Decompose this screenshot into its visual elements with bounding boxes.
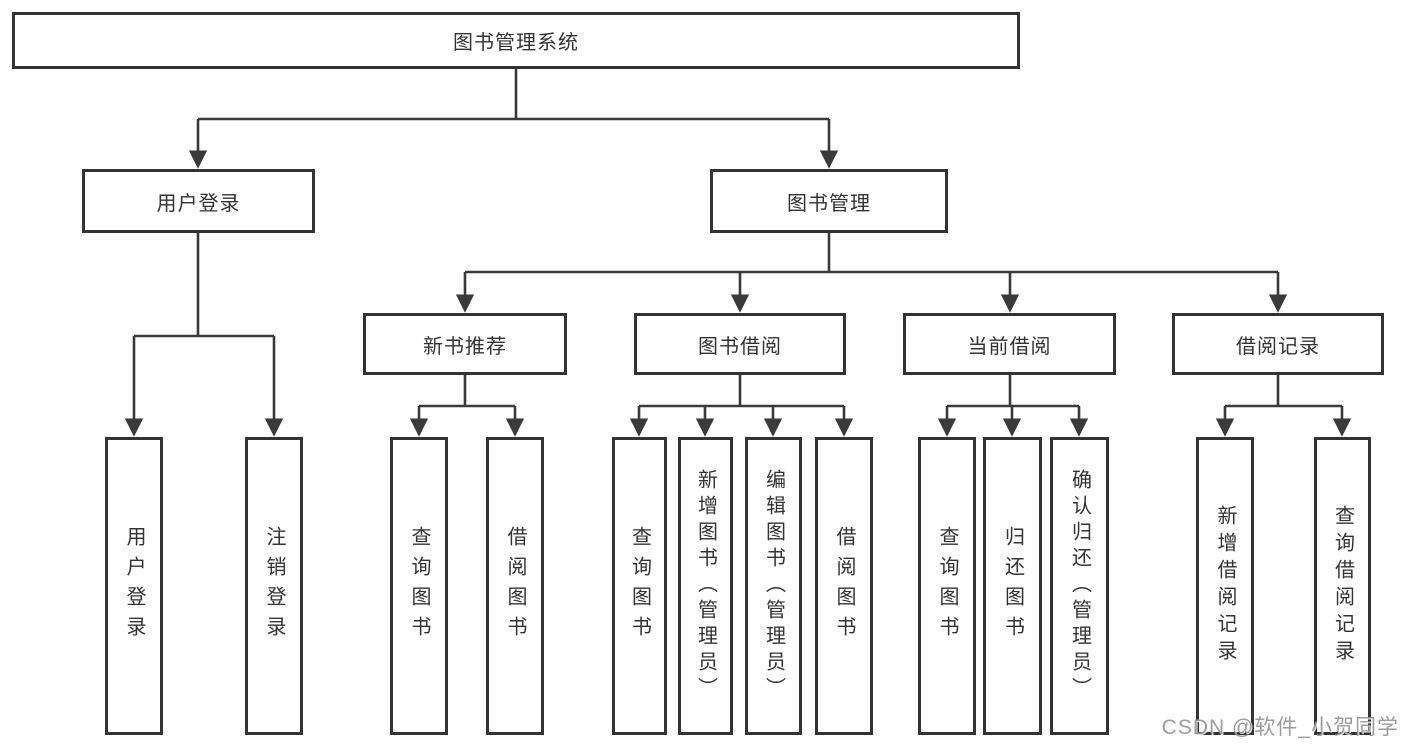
- leaf-query-borrow-record: 查询借阅记录: [1314, 437, 1371, 735]
- node-root-system: 图书管理系统: [12, 12, 1020, 69]
- node-borrow-records: 借阅记录: [1172, 313, 1384, 375]
- node-current-borrow: 当前借阅: [903, 313, 1116, 375]
- csdn-watermark: CSDN @软件_小贺同学: [1161, 716, 1399, 739]
- node-user-login: 用户登录: [82, 169, 315, 233]
- leaf-add-borrow-record: 新增借阅记录: [1196, 437, 1254, 735]
- leaf-user-login: 用户登录: [105, 437, 163, 735]
- edges-current-borrow: [937, 375, 1089, 437]
- leaf-current-query-books: 查询图书: [918, 437, 976, 735]
- leaf-logout: 注销登录: [245, 437, 303, 735]
- edges-new-book-recommend: [409, 375, 525, 437]
- edges-borrow-records: [1215, 375, 1352, 437]
- leaf-edit-books-admin: 编辑图书（管理员）: [745, 437, 802, 735]
- node-book-management: 图书管理: [710, 169, 948, 233]
- leaf-recommend-query-books: 查询图书: [390, 437, 448, 735]
- edges-root: [188, 69, 839, 169]
- leaf-borrow-borrow-books: 借阅图书: [815, 437, 873, 735]
- edges-book-borrow: [629, 375, 854, 437]
- node-book-borrow: 图书借阅: [634, 313, 846, 375]
- leaf-recommend-borrow-books: 借阅图书: [486, 437, 544, 735]
- leaf-return-books: 归还图书: [983, 437, 1042, 735]
- leaf-add-books-admin: 新增图书（管理员）: [678, 437, 733, 735]
- node-new-book-recommend: 新书推荐: [363, 313, 567, 375]
- leaf-confirm-return-admin: 确认归还（管理员）: [1050, 437, 1109, 735]
- edges-book-management: [455, 233, 1288, 313]
- edges-user-login: [124, 233, 284, 437]
- leaf-borrow-query-books: 查询图书: [612, 437, 667, 735]
